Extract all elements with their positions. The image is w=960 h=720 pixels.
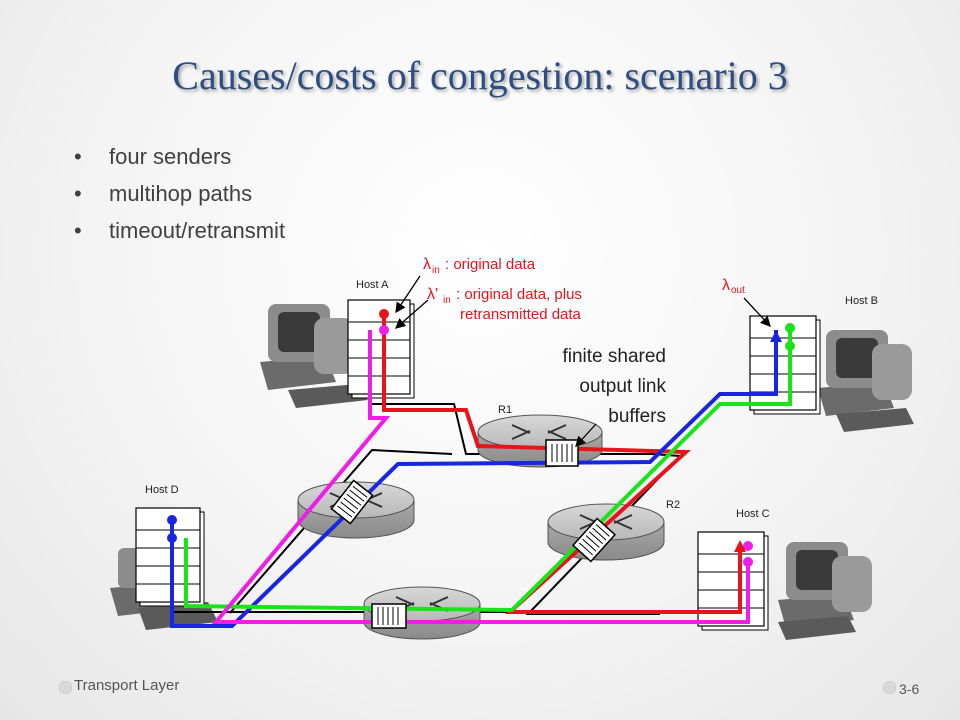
router-r1 [477,414,603,468]
footer-title: Transport Layer [74,677,180,694]
lambda-in-label: λ in : original data [423,256,536,276]
svg-text:λ: λ [423,256,431,273]
footer-left-bullet [59,681,72,694]
host-a-buffer-stack [347,299,415,399]
svg-text:out: out [731,285,745,296]
host-a-label: Host A [356,279,389,291]
router-r2-label: R2 [666,499,680,511]
svg-text:output link: output link [579,376,666,397]
host-b-buffer-stack [749,315,821,415]
bullet-multihop-paths: multihop paths [74,175,285,212]
svg-text:λ: λ [722,277,730,294]
colored-paths [170,314,792,628]
computer-b-icon [818,330,914,432]
bullet-timeout-retransmit: timeout/retransmit [74,212,285,249]
output-buffer-bottom [371,603,407,629]
buffers-annotation: finite shared output link buffers [562,346,666,427]
lambda-out-label: λ out [722,277,745,296]
host-b-label: Host B [845,295,878,307]
path-green [184,330,792,613]
svg-text:λ': λ' [427,286,438,303]
footer-right-bullet [883,681,896,694]
computer-c-icon [778,542,872,640]
router-r1-label: R1 [498,404,512,416]
output-buffer-r2 [571,517,617,563]
path-blue [170,330,778,628]
path-magenta [211,330,750,624]
computer-a-icon [260,304,368,408]
lambda-prime-in-label: λ' in : original data, plus retransmitte… [427,286,582,323]
svg-text:in: in [443,295,451,306]
slide-number: 3-6 [899,681,920,697]
path-endpoint-dots [167,309,795,567]
slide-title: Causes/costs of congestion: scenario 3 [172,53,788,98]
svg-text:: original data, plus: : original data, plus [456,286,582,303]
bullet-list: four senders multihop paths timeout/retr… [74,138,285,249]
bullet-four-senders: four senders [74,138,285,175]
svg-text:in: in [432,265,440,276]
svg-text:: original data: : original data [445,256,536,273]
path-red [382,314,742,614]
pointer-arrows [395,275,771,447]
host-c-label: Host C [736,508,770,520]
output-buffer-r1 [545,439,579,467]
host-c-buffer-stack [697,531,769,631]
svg-text:finite shared: finite shared [562,346,666,367]
output-buffer-mid [330,479,374,525]
svg-text:buffers: buffers [608,406,666,427]
host-d-label: Host D [145,484,179,496]
svg-text:retransmitted data: retransmitted data [460,306,582,323]
